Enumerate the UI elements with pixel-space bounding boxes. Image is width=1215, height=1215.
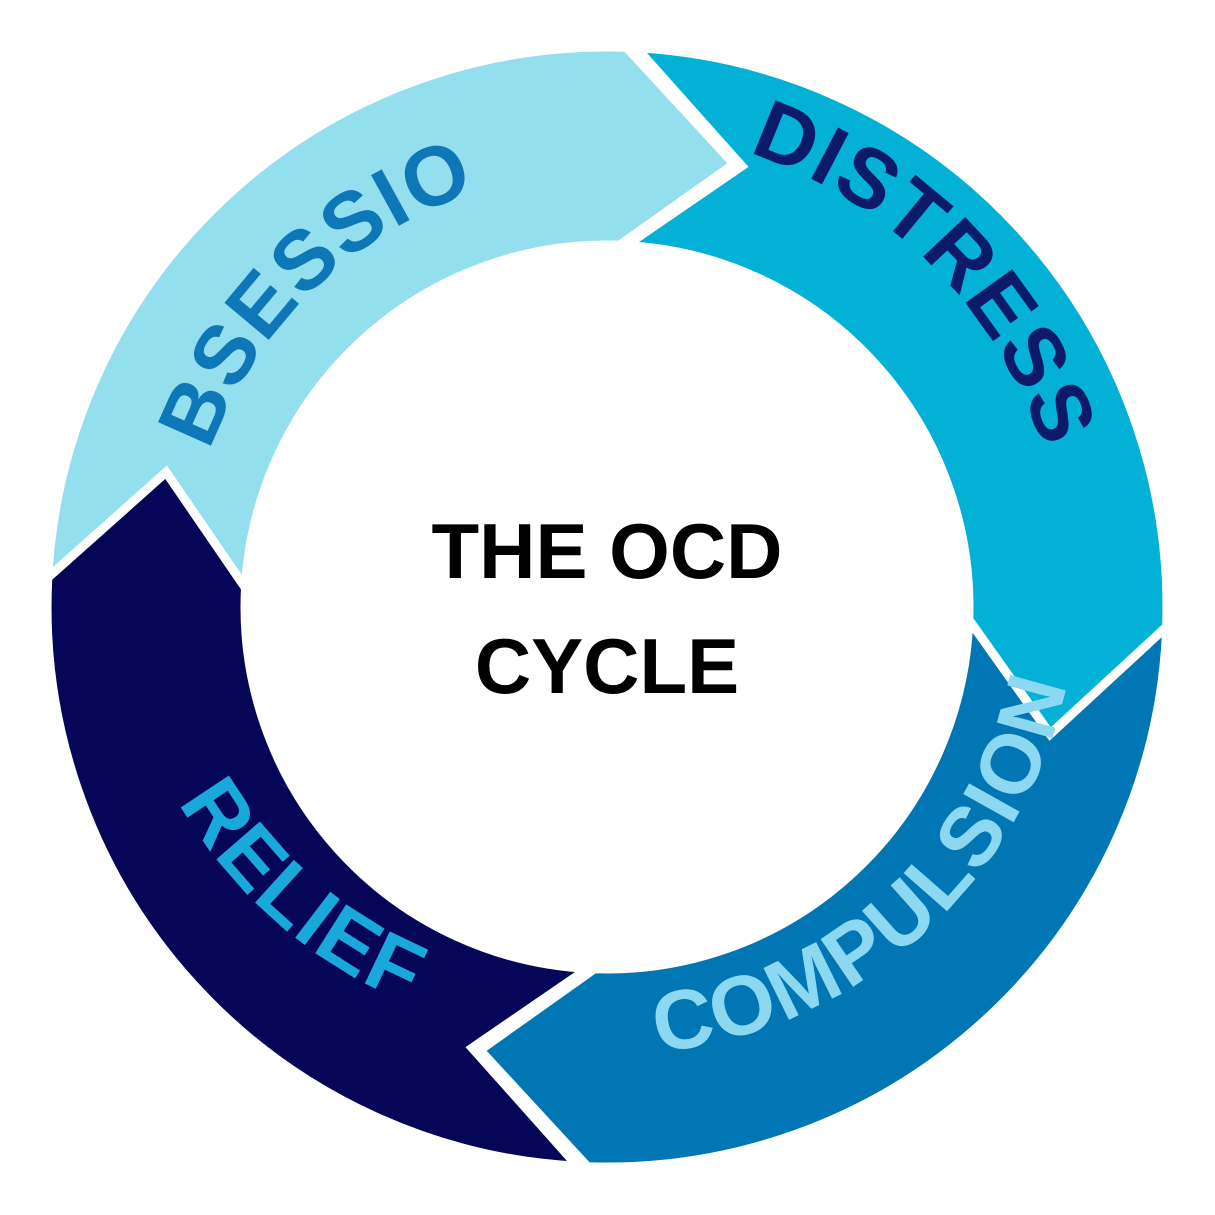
center-disc [244,244,970,970]
center-title-line1: THE OCD [432,507,783,595]
center-title-line2: CYCLE [475,622,739,710]
center-title: THE OCD CYCLE [432,507,783,710]
cycle-segments [42,42,1172,1172]
